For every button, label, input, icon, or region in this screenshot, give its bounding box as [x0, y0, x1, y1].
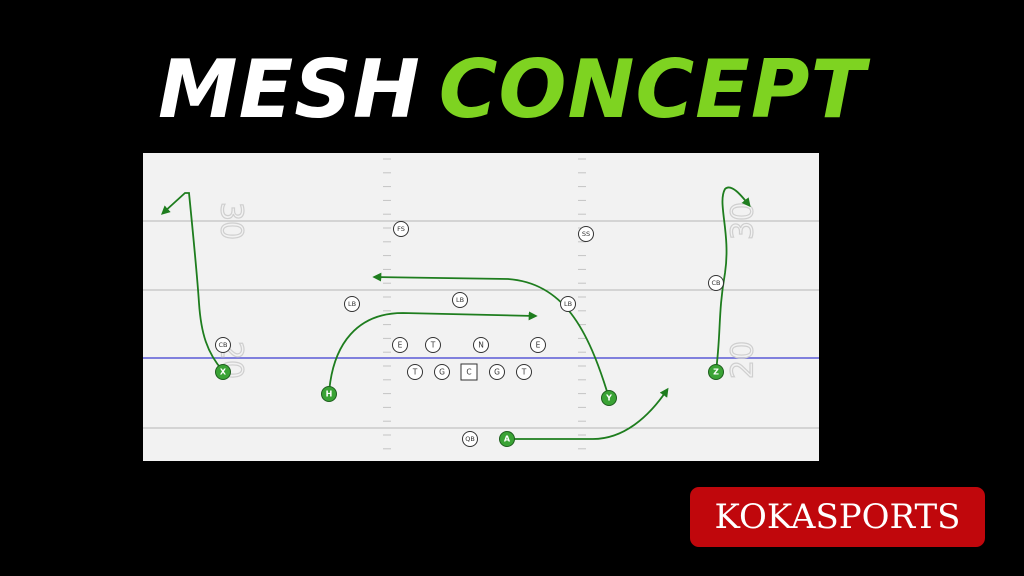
yard-number-right-bottom: 20	[726, 341, 761, 379]
yard-number-right-top: 30	[726, 202, 761, 240]
player-qb-label: QB	[465, 435, 475, 443]
defender-fs: FS	[393, 221, 409, 237]
route-a	[512, 387, 669, 440]
defender-lb-1: LB	[344, 296, 360, 312]
player-y-label: Y	[605, 394, 612, 403]
play-diagram: 30 20 30 20 X H Y Z A QB T G C G T FS SS…	[143, 153, 819, 461]
player-qb: QB	[462, 431, 478, 447]
player-right-guard: G	[489, 364, 505, 380]
player-right-tackle-label: T	[521, 368, 527, 377]
defender-tackle-label: T	[430, 341, 436, 350]
defender-cb-right-label: CB	[712, 279, 721, 287]
route-z	[715, 186, 751, 372]
defender-nose-label: N	[478, 341, 484, 350]
defender-cb-right: CB	[708, 275, 724, 291]
player-z: Z	[708, 364, 724, 380]
player-x-label: X	[220, 368, 227, 377]
defender-lb-1-label: LB	[348, 300, 356, 308]
title-word-mesh: MESH	[157, 43, 421, 136]
defender-ss-label: SS	[582, 230, 590, 238]
hash-marks	[383, 158, 586, 450]
player-center: C	[460, 363, 478, 381]
defender-ss: SS	[578, 226, 594, 242]
player-x: X	[215, 364, 231, 380]
player-right-guard-label: G	[494, 368, 500, 377]
defender-end-left: E	[392, 337, 408, 353]
yard-number-left-top: 30	[214, 202, 249, 240]
player-left-tackle: T	[407, 364, 423, 380]
player-left-tackle-label: T	[412, 368, 418, 377]
title-word-concept: CONCEPT	[438, 43, 867, 136]
defender-cb-left: CB	[215, 337, 231, 353]
defender-lb-2-label: LB	[456, 296, 464, 304]
player-a-label: A	[504, 435, 511, 444]
player-left-guard: G	[434, 364, 450, 380]
defender-tackle: T	[425, 337, 441, 353]
player-center-label: C	[466, 368, 471, 377]
defender-fs-label: FS	[397, 225, 405, 233]
defender-lb-3: LB	[560, 296, 576, 312]
defender-nose: N	[473, 337, 489, 353]
route-h	[328, 311, 538, 394]
player-z-label: Z	[713, 368, 719, 377]
defender-end-right-label: E	[536, 341, 541, 350]
player-y: Y	[601, 390, 617, 406]
player-left-guard-label: G	[439, 368, 445, 377]
field-background	[143, 153, 819, 461]
player-h: H	[321, 386, 337, 402]
defender-end-left-label: E	[398, 341, 403, 350]
player-right-tackle: T	[516, 364, 532, 380]
defender-cb-left-label: CB	[219, 341, 228, 349]
defender-lb-2: LB	[452, 292, 468, 308]
defender-end-right: E	[530, 337, 546, 353]
route-x	[161, 192, 224, 372]
player-a: A	[499, 431, 515, 447]
player-h-label: H	[326, 390, 333, 399]
brand-badge[interactable]: KOKASPORTS	[690, 487, 985, 547]
defender-lb-3-label: LB	[564, 300, 572, 308]
